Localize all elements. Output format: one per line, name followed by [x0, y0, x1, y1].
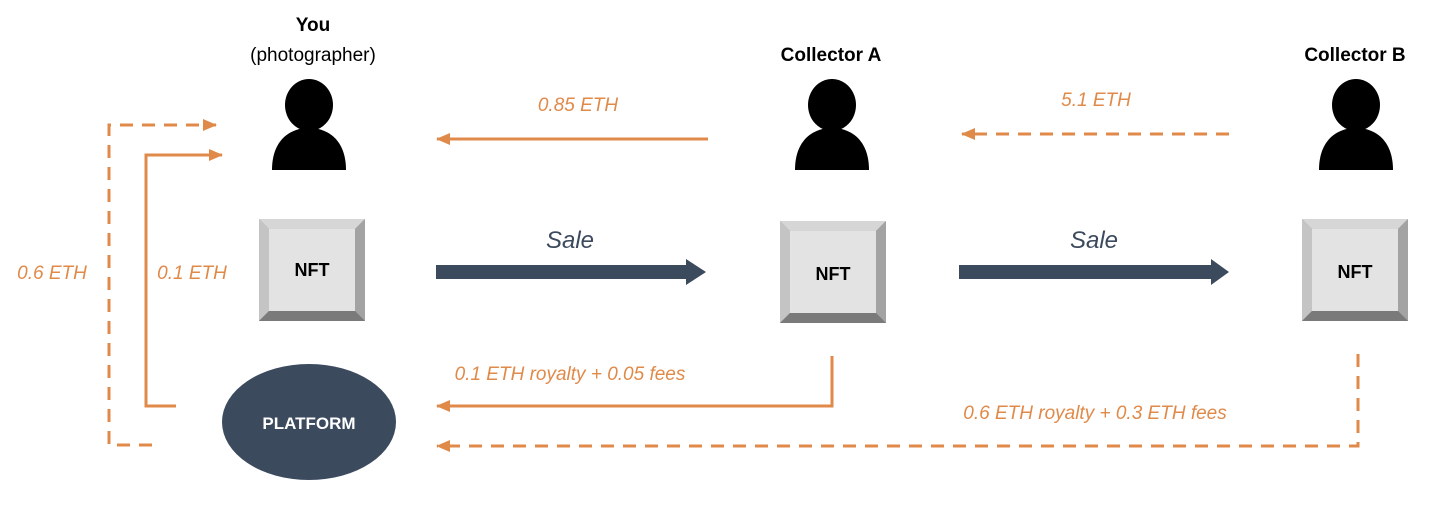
you-subtitle: (photographer) — [250, 45, 376, 66]
you-title: You — [296, 15, 330, 36]
flow-label-b-to-platform: 0.6 ETH royalty + 0.3 ETH fees — [963, 403, 1227, 424]
nft-label-you: NFT — [295, 260, 330, 280]
arrow-platform-to-you-first — [144, 149, 223, 408]
flow-label-a-to-platform: 0.1 ETH royalty + 0.05 fees — [455, 364, 686, 385]
nft-tile-collector-a — [780, 221, 886, 323]
platform-label: PLATFORM — [262, 414, 355, 433]
sale-label-1: Sale — [546, 227, 594, 254]
flow-label-b-to-a: 5.1 ETH — [1061, 90, 1131, 111]
arrow-a-to-platform — [436, 356, 834, 412]
collector-b-person-icon — [1319, 79, 1393, 170]
nft-label-collector-a: NFT — [816, 264, 851, 284]
you-person-icon — [272, 79, 346, 170]
arrow-b-to-platform — [436, 354, 1360, 452]
flow-label-a-to-you: 0.85 ETH — [538, 95, 619, 116]
sale-arrow-you-to-a — [436, 259, 706, 285]
collector-a-person-icon — [795, 79, 869, 170]
arrow-platform-to-you-second — [107, 119, 217, 447]
nft-label-collector-b: NFT — [1338, 262, 1373, 282]
sale-arrow-a-to-b — [959, 259, 1229, 285]
platform-node — [222, 364, 396, 480]
nft-tile-you — [259, 219, 365, 321]
nft-tile-collector-b — [1302, 219, 1408, 321]
sale-label-2: Sale — [1070, 227, 1118, 254]
flow-label-platform-to-you-second: 0.6 ETH — [17, 263, 87, 284]
collector-a-title: Collector A — [781, 45, 882, 66]
collector-b-title: Collector B — [1304, 45, 1405, 66]
flow-label-platform-to-you-first: 0.1 ETH — [157, 263, 227, 284]
